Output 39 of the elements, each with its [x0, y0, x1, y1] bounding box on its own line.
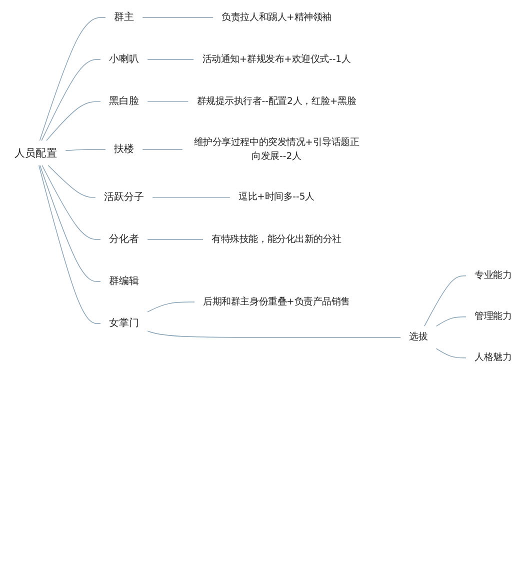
connector [424, 276, 466, 327]
connector [142, 149, 183, 150]
node-text: 分化者 [109, 233, 139, 245]
node-text: 群规提示执行者--配置2人，红脸+黑脸 [196, 96, 356, 107]
node-text: 人格魅力 [474, 352, 512, 364]
connector [38, 164, 101, 324]
node-text: 有特殊技能，能分化出新的分社 [212, 234, 342, 245]
connector [147, 330, 401, 338]
node-text: 活跃分子 [104, 191, 144, 203]
node-text: 群主 [114, 11, 134, 23]
connector [147, 239, 204, 240]
node-text: 活动通知+群规发布+欢迎仪式--1人 [202, 54, 351, 65]
node-text: 负责拉人和踢人+精神领袖 [222, 12, 332, 23]
node-text: 选拔 [409, 332, 428, 343]
connector [436, 348, 466, 358]
node-text: 后期和群主身份重叠+负责产品销售 [203, 296, 350, 308]
node-text: 群编辑 [109, 275, 139, 287]
connector [42, 164, 101, 240]
connector [436, 316, 466, 327]
node-text: 管理能力 [474, 311, 512, 322]
node-text: 扶楼 [114, 143, 134, 155]
node-text: 维护分享过程中的突发情况+引导话题正向发展--2人 [194, 137, 360, 162]
node-text: 逗比+时间多--5人 [238, 192, 315, 203]
connector [142, 17, 214, 18]
connector [147, 302, 195, 312]
node-text: 小喇叭 [109, 53, 139, 65]
node-text: 女掌门 [109, 318, 139, 329]
connector [46, 101, 101, 142]
connector [41, 59, 101, 142]
connector [39, 17, 106, 142]
connector [48, 164, 96, 198]
node-text: 人员配置 [14, 146, 58, 160]
connector [65, 149, 106, 152]
connector [147, 101, 189, 102]
node-text: 黑白脸 [109, 96, 139, 107]
connector [147, 59, 194, 60]
connector [152, 197, 230, 198]
connector [40, 164, 101, 282]
node-text: 专业能力 [474, 270, 512, 282]
